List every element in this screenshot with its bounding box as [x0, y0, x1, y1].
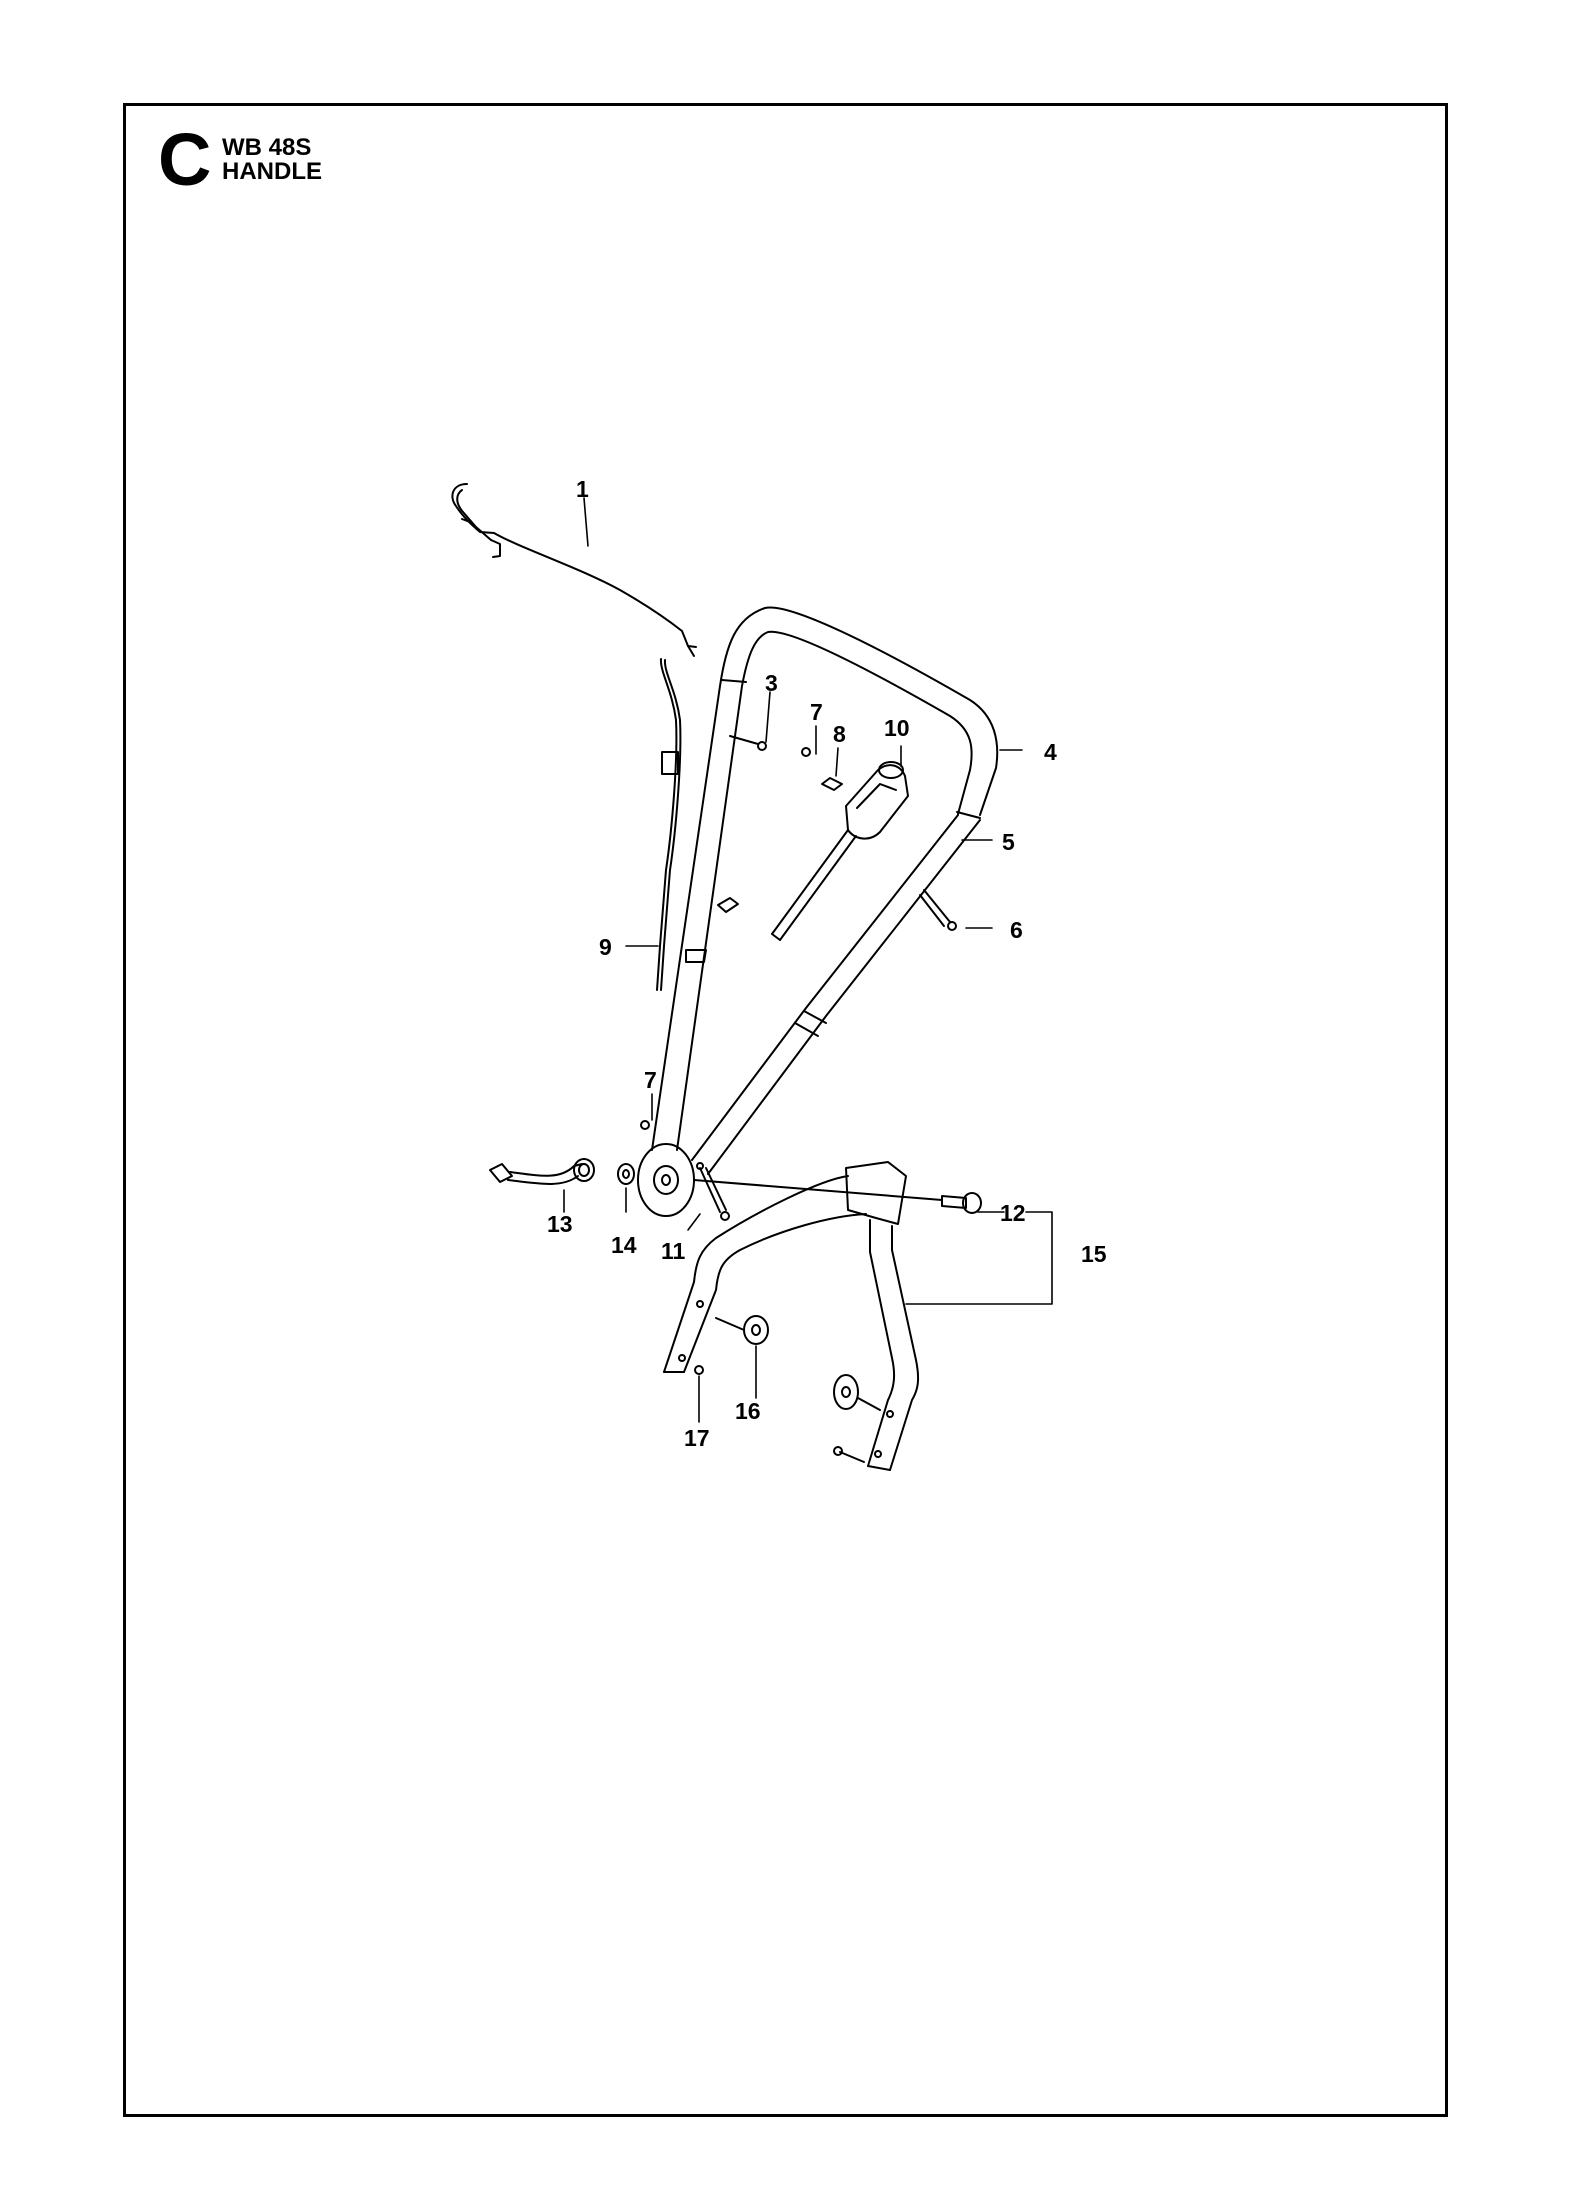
callout-6: 6 — [1010, 917, 1023, 943]
callout-7-upper: 7 — [810, 699, 823, 725]
part-8-washer — [821, 777, 843, 791]
leader-lines — [563, 497, 1053, 1423]
callout-13: 13 — [547, 1211, 573, 1237]
section-letter: C — [158, 118, 212, 201]
leader-8 — [835, 747, 839, 777]
part-16-washer — [715, 1315, 881, 1411]
part-7-nut-upper — [801, 747, 811, 757]
part-14-washer — [617, 1163, 635, 1185]
callout-17: 17 — [684, 1425, 710, 1451]
callout-12: 12 — [1000, 1200, 1026, 1226]
leader-3 — [765, 691, 771, 743]
callouts: 1 3 4 5 6 7 8 10 9 7 13 14 11 12 15 16 1… — [547, 476, 1107, 1451]
diagram-frame: C WB 48S HANDLE — [123, 103, 1448, 2117]
leader-11 — [687, 1213, 701, 1231]
callout-15: 15 — [1081, 1241, 1107, 1267]
callout-11: 11 — [661, 1238, 686, 1264]
part-6-bolt — [919, 889, 957, 931]
title-block: WB 48S HANDLE — [222, 136, 322, 184]
callout-5: 5 — [1002, 829, 1015, 855]
callout-16: 16 — [735, 1398, 761, 1424]
part-13-cable-end — [489, 1158, 595, 1185]
part-12-bolt — [693, 1179, 982, 1214]
model-title: WB 48S — [222, 134, 312, 161]
callout-9: 9 — [599, 934, 612, 960]
part-4-upper-handle — [651, 606, 999, 1151]
part-1-control-bail — [451, 483, 697, 657]
part-15-lower-frame — [663, 1161, 920, 1471]
part-17-screw — [694, 1365, 865, 1463]
callout-1: 1 — [576, 476, 589, 502]
callout-14: 14 — [611, 1232, 637, 1258]
leader-15 — [905, 1211, 1053, 1305]
callout-10: 10 — [884, 715, 910, 741]
leader-1 — [583, 497, 589, 547]
callout-7-lower: 7 — [644, 1067, 657, 1093]
section-title: HANDLE — [222, 158, 322, 185]
callout-3: 3 — [765, 670, 778, 696]
handle-clip — [685, 897, 739, 963]
part-10-switch-box — [771, 761, 909, 941]
part-5-lower-handle — [691, 814, 981, 1175]
callout-8: 8 — [833, 721, 846, 747]
part-11-bolt — [696, 1162, 730, 1221]
callout-4: 4 — [1044, 739, 1057, 765]
part-3-screw — [729, 735, 767, 751]
handle-hub — [637, 1143, 695, 1217]
part-9-cable — [656, 658, 682, 991]
part-7-nut-lower — [640, 1120, 650, 1130]
